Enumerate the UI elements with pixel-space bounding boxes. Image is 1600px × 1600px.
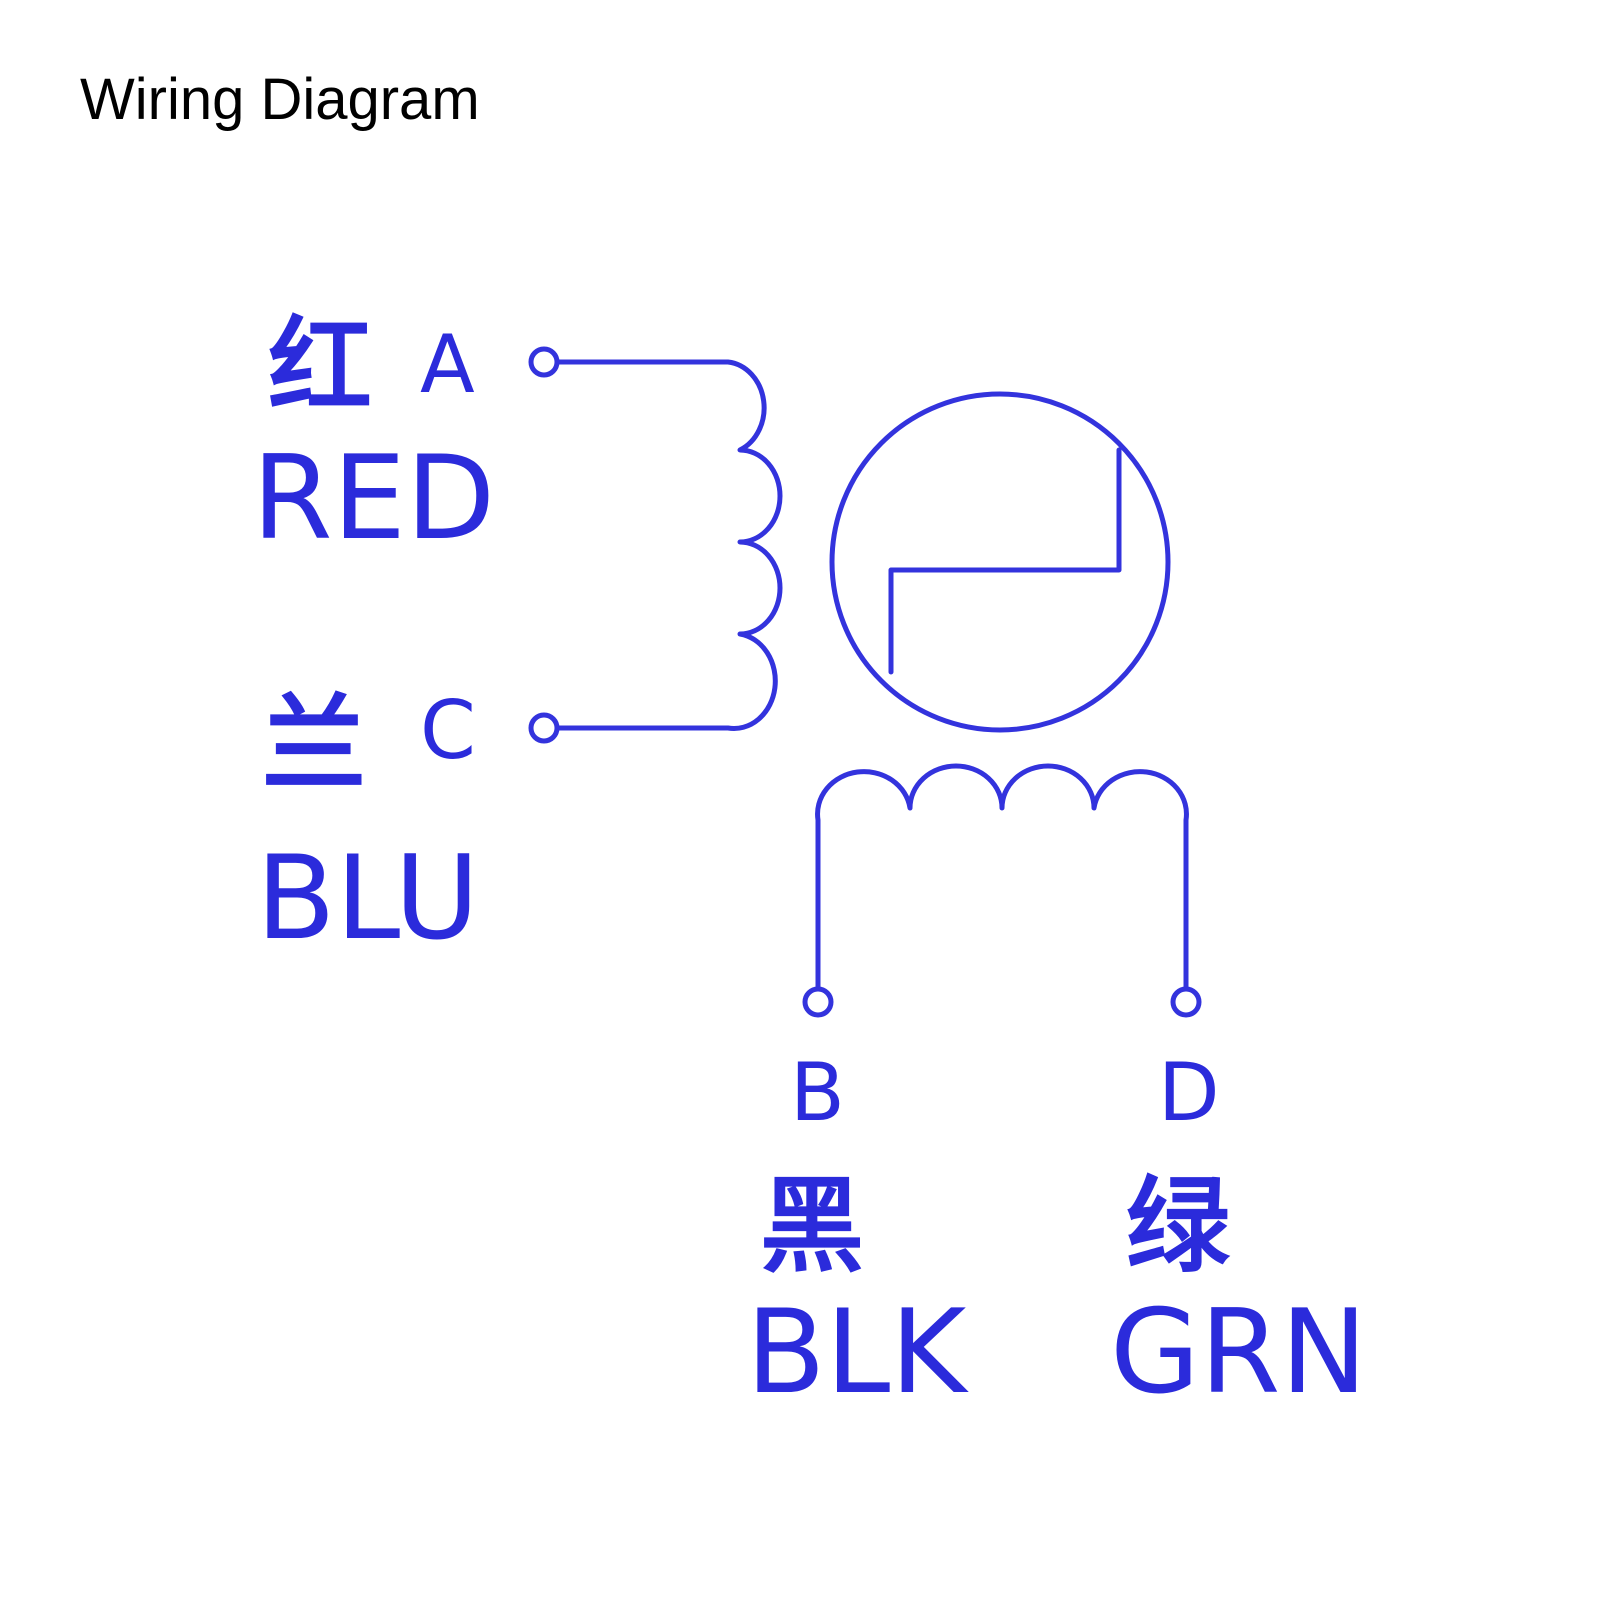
label-group-d: D 绿 GRN bbox=[1110, 1046, 1367, 1420]
rotor-step-line bbox=[888, 447, 1122, 675]
label-c-cn: 兰 bbox=[262, 683, 366, 805]
label-d-cn: 绿 bbox=[1126, 1165, 1231, 1287]
label-b-en: BLK bbox=[746, 1285, 969, 1420]
label-group-a: 红 A RED bbox=[252, 305, 495, 566]
page-title: Wiring Diagram bbox=[80, 67, 480, 132]
coil-b-d-wire bbox=[815, 763, 1189, 991]
label-group-c: 兰 C BLU bbox=[256, 683, 479, 966]
motor-symbol bbox=[829, 391, 1171, 733]
motor-circle bbox=[829, 391, 1171, 733]
label-c-en: BLU bbox=[256, 831, 479, 966]
terminal-c bbox=[528, 712, 560, 744]
terminal-d bbox=[1170, 986, 1202, 1018]
coil-a-c bbox=[555, 359, 783, 731]
label-a-letter: A bbox=[420, 318, 475, 411]
label-a-en: RED bbox=[252, 431, 495, 566]
label-b-cn: 黑 bbox=[760, 1165, 864, 1287]
label-d-letter: D bbox=[1158, 1046, 1220, 1139]
terminal-a bbox=[528, 346, 560, 378]
label-c-letter: C bbox=[420, 684, 476, 777]
label-group-b: B 黑 BLK bbox=[746, 1046, 969, 1420]
label-b-letter: B bbox=[790, 1046, 845, 1139]
label-a-cn: 红 bbox=[268, 305, 372, 427]
coil-b-d bbox=[815, 763, 1189, 991]
coil-a-c-wire bbox=[555, 359, 783, 731]
terminal-b bbox=[802, 986, 834, 1018]
label-d-en: GRN bbox=[1110, 1285, 1367, 1420]
